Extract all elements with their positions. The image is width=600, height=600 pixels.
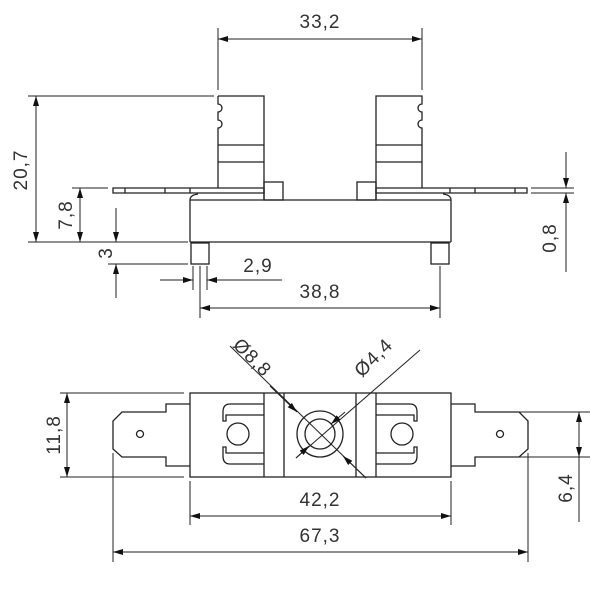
left-clip-top — [222, 403, 264, 465]
left-pillar — [217, 95, 265, 200]
dim-flange-height: 7,8 — [56, 200, 77, 229]
dim-pin-width: 2,9 — [243, 256, 272, 277]
right-terminal-tab — [451, 403, 529, 467]
dim-pillar-spacing: 33,2 — [300, 12, 341, 33]
dim-overall-length: 67,3 — [300, 526, 341, 547]
right-clip-hole — [390, 422, 414, 446]
right-pin — [430, 242, 450, 265]
right-clip — [356, 181, 377, 201]
base-body — [189, 193, 452, 243]
dim-tab-width: 6,4 — [556, 473, 577, 502]
left-tab — [112, 187, 265, 194]
side-view: 33,2 20,7 7,8 3 2,9 38,8 0,8 — [11, 12, 574, 318]
dim-tab-thickness: 0,8 — [540, 223, 561, 252]
right-pillar — [375, 95, 423, 200]
dim-total-height: 20,7 — [11, 150, 32, 191]
fuse-cap-outer — [296, 410, 344, 458]
right-tab — [375, 187, 528, 194]
base-outline — [189, 392, 452, 478]
dim-body-width: 11,8 — [44, 415, 65, 455]
left-pin — [190, 242, 210, 265]
dim-outer-diameter: Ø8,8 — [228, 335, 275, 382]
dim-pin-spacing: 38,8 — [300, 282, 341, 303]
left-tab-hole — [135, 429, 145, 439]
fuse-cap-inner — [304, 418, 336, 450]
left-terminal-tab — [112, 403, 190, 467]
right-tab-hole — [495, 429, 505, 439]
right-clip-top — [376, 403, 418, 465]
dim-inner-diameter: Ø4,4 — [351, 335, 398, 382]
dim-body-length: 42,2 — [300, 490, 341, 511]
left-clip — [263, 181, 284, 201]
dim-pin-length: 3 — [96, 247, 117, 259]
top-view: Ø8,8 Ø4,4 11,8 6,4 42,2 67,3 — [44, 335, 590, 562]
left-clip-hole — [226, 422, 250, 446]
